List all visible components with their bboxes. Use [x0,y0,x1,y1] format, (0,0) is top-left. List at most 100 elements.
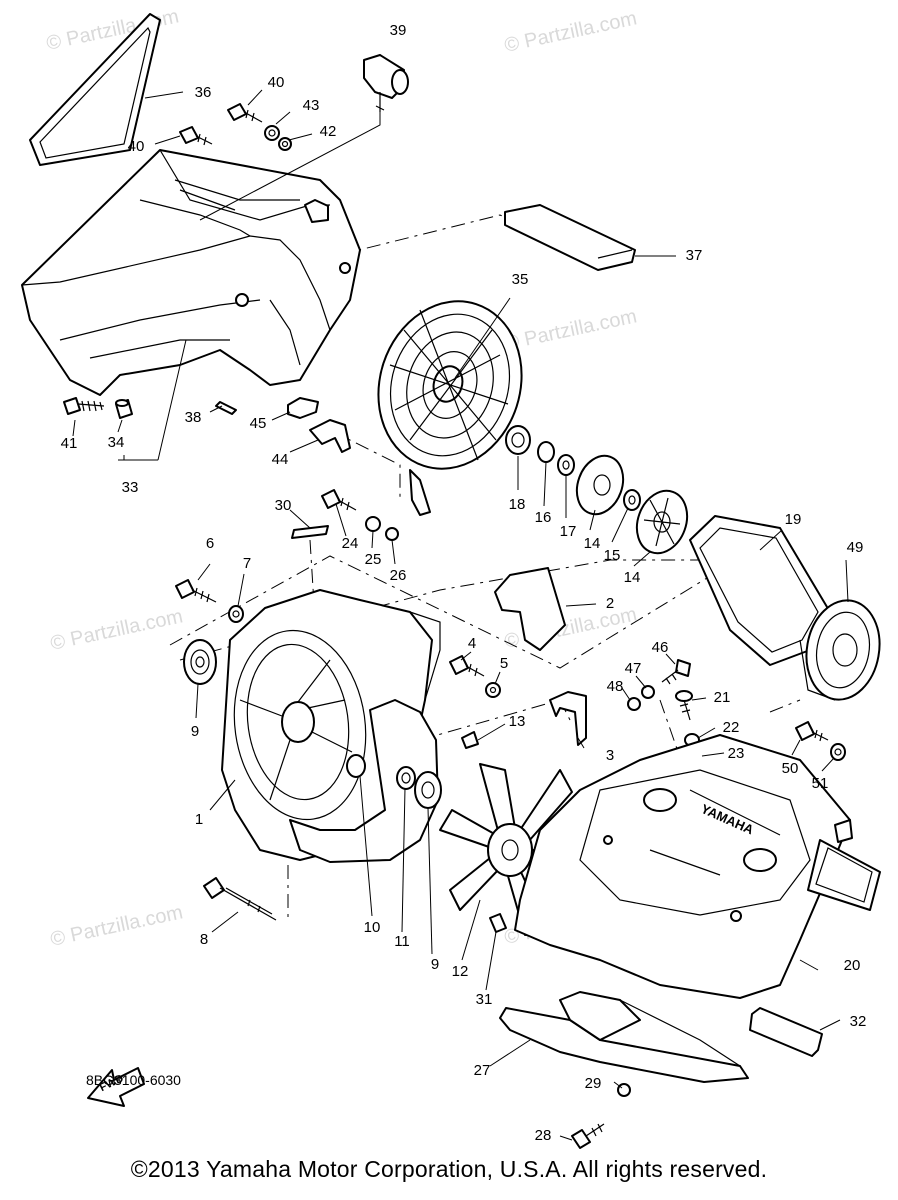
part-21-screw [675,690,693,721]
callout-29: 29 [585,1075,602,1092]
callouts: 1 2 3 4 5 6 7 8 9 9 10 11 12 13 14 14 15… [61,22,867,1144]
part-35-fan-cover [377,300,523,516]
watermark: © Partzilla.com [502,305,638,355]
callout-33: 33 [122,479,139,496]
callout-2: 2 [606,595,614,612]
callout-18: 18 [509,496,526,513]
callout-49: 49 [847,539,864,556]
part-34-collar [115,399,133,419]
part-8-bolt [203,877,277,921]
callout-39: 39 [390,22,407,39]
callout-32: 32 [850,1013,867,1030]
part-1-fan-housing [221,589,441,861]
fwd-arrow-icon: FWD [87,1067,145,1107]
part-3-bracket [549,691,587,746]
part-45-grommet [287,397,319,419]
callout-17: 17 [560,523,577,540]
part-9-bearing-right [414,771,442,809]
part-36-gasket [29,13,161,166]
part-14-pulley [635,489,689,555]
callout-44: 44 [272,451,289,468]
watermark: © Partzilla.com [48,901,184,951]
part-47-washer [641,685,655,699]
callout-13: 13 [509,713,526,730]
callout-35: 35 [512,271,529,288]
callout-7: 7 [243,555,251,572]
part-46-bolt [661,659,691,685]
part-41-bolt [63,397,105,415]
part-42-washer [278,137,292,151]
callout-3: 3 [606,747,614,764]
callout-50: 50 [782,760,799,777]
part-14-pulley-half [575,454,625,516]
callout-19: 19 [785,511,802,528]
callout-22: 22 [723,719,740,736]
part-49-pulley [799,599,881,701]
part-30-label [291,525,329,539]
callout-14b: 14 [624,569,641,586]
callout-30: 30 [275,497,292,514]
part-2-pad [494,567,566,651]
watermark: © Partzilla.com [502,7,638,57]
callout-28: 28 [535,1127,552,1144]
part-10-circlip [346,754,366,778]
callout-34: 34 [108,434,125,451]
part-25-collar [365,516,381,532]
part-51-washer [830,743,846,761]
part-7-washer [228,605,244,623]
watermark: © Partzilla.com [48,605,184,655]
part-24-bolt [321,489,357,511]
callout-10: 10 [364,919,381,936]
callout-51: 51 [812,775,829,792]
part-50-bolt [795,721,829,742]
callout-5: 5 [500,655,508,672]
bracket-33 [118,339,187,461]
callout-24: 24 [342,535,359,552]
part-43-washer [264,125,280,141]
part-13-key [461,731,479,749]
callout-40a: 40 [268,74,285,91]
part-26-washer [385,527,399,541]
part-39-clamp [199,54,409,221]
callout-21: 21 [714,689,731,706]
part-33-upper-duct [21,149,361,396]
drawing-code: 8BG3100-6030 [86,1072,181,1088]
part-37-pad [504,204,636,271]
callout-27: 27 [474,1062,491,1079]
callout-25: 25 [365,551,382,568]
part-32-pad [749,1007,823,1057]
callout-41: 41 [61,435,78,452]
callout-8: 8 [200,931,208,948]
part-9-bearing-left [183,639,217,685]
callout-45: 45 [250,415,267,432]
part-11-washer [396,766,416,790]
part-31-clip [489,913,507,933]
part-6-bolt [175,579,217,603]
copyright-notice: ©2013 Yamaha Motor Corporation, U.S.A. A… [130,1156,768,1182]
callout-16: 16 [535,509,552,526]
callout-46: 46 [652,639,669,656]
part-27-bracket [499,991,749,1083]
callout-48: 48 [607,678,624,695]
callout-1: 1 [195,811,203,828]
callout-12: 12 [452,963,469,980]
part-20-lower-housing: YAMAHA [514,734,881,999]
callout-40b: 40 [128,138,145,155]
callout-37: 37 [686,247,703,264]
callout-4: 4 [468,635,476,652]
part-4-bolt [449,655,485,677]
part-16-clip [537,441,555,463]
part-17-washer [557,454,575,476]
part-rear-housing [289,699,439,863]
callout-31: 31 [476,991,493,1008]
part-38-pin [215,401,237,415]
part-40-bolt-upper [227,103,263,123]
part-40-bolt-lower [179,126,213,146]
callout-9b: 9 [431,956,439,973]
callout-20: 20 [844,957,861,974]
part-5-washer [485,682,501,698]
callout-36: 36 [195,84,212,101]
callout-47: 47 [625,660,642,677]
callout-43: 43 [303,97,320,114]
